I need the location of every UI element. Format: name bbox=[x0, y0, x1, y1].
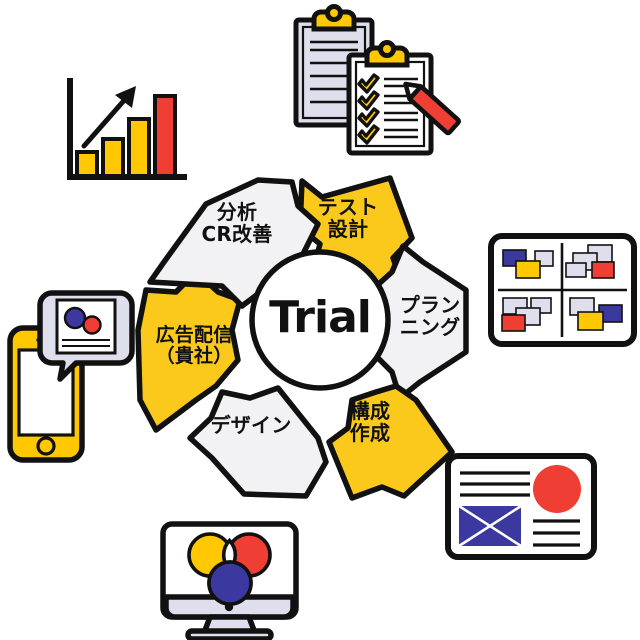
bar-chart-growth-icon bbox=[67, 78, 187, 180]
pencil-icon bbox=[403, 81, 461, 136]
cycle-segment-kousei-sakusei[interactable] bbox=[326, 383, 455, 501]
layout-mockup-card-icon bbox=[445, 453, 597, 560]
cycle-hub[interactable] bbox=[249, 249, 391, 391]
desktop-monitor-color-circles-icon bbox=[160, 521, 299, 640]
cycle-segment-design[interactable] bbox=[187, 385, 329, 499]
kanban-board-icon bbox=[488, 233, 637, 347]
checklist-items bbox=[357, 73, 418, 145]
mockup-accent-circle bbox=[533, 465, 581, 513]
cycle-segment-koukoku-haishin[interactable] bbox=[135, 269, 243, 433]
mockup-bottom-lines bbox=[533, 519, 580, 547]
mockup-top-lines bbox=[460, 471, 530, 497]
smartphone-ad-bubble-icon bbox=[7, 290, 135, 463]
growth-arrow-icon bbox=[81, 86, 136, 149]
clipboard-checklist-pencil-icon bbox=[293, 4, 461, 156]
ad-text-lines bbox=[62, 339, 110, 347]
cycle-ring bbox=[135, 175, 469, 501]
